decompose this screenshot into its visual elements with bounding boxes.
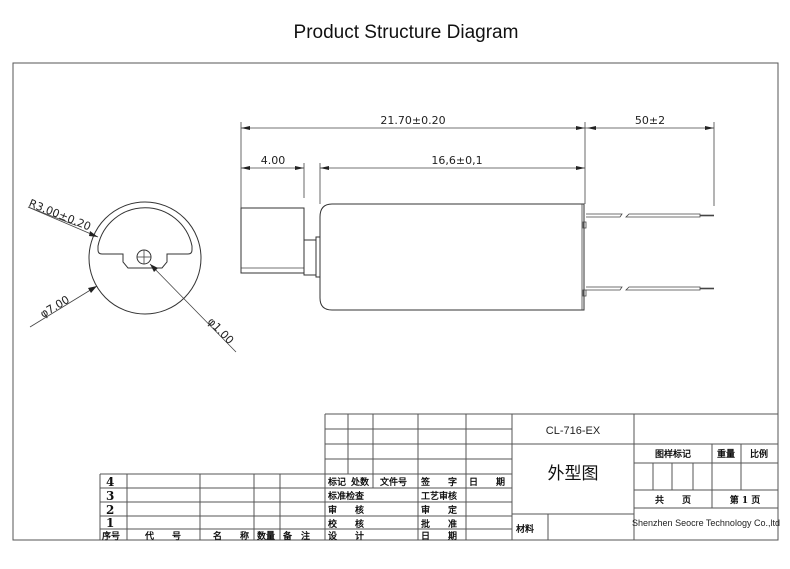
body-length-dim: 16,6±0,1	[320, 154, 585, 170]
parts-row-num: 2	[106, 503, 114, 517]
outer-circle	[88, 201, 202, 315]
rev-header-mark: 标记	[327, 476, 346, 488]
lead-wire-top	[586, 213, 714, 218]
drawing-mark-label: 图样标记	[655, 448, 691, 460]
approval-process: 工艺审核	[421, 490, 457, 502]
overall-length-dim: 21.70±0.20	[241, 114, 585, 130]
approval-proof: 校 核	[328, 518, 364, 530]
svg-text:16,6±0,1: 16,6±0,1	[431, 154, 482, 167]
approval-final: 审 定	[421, 504, 458, 516]
parts-header-code: 代 号	[144, 530, 181, 542]
drawing-name: 外型图	[548, 464, 599, 484]
approval-std-check: 标准检查	[327, 490, 365, 502]
shaft-leader	[149, 263, 237, 353]
company-name: Shenzhen Seocre Technology Co.,ltd	[632, 518, 780, 528]
approval-design: 设 计	[328, 530, 364, 542]
diameter-dim: φ7.00	[38, 293, 72, 320]
parts-row-num: 4	[106, 475, 114, 489]
diameter-leader	[29, 285, 98, 328]
approval-approve: 批 准	[421, 518, 457, 530]
shaft-dim: φ1.00	[205, 315, 236, 347]
eccentric-weight	[240, 207, 305, 274]
rev-header-count: 处数	[350, 476, 370, 488]
end-view: R3.00±0.20 φ7.00 φ1.00	[27, 197, 237, 353]
rev-header-date: 日 期	[469, 476, 505, 488]
approval-date: 日 期	[421, 530, 457, 542]
lead-wire-bottom	[586, 286, 714, 291]
parts-header-note: 备 注	[282, 530, 310, 542]
radius-leader	[27, 206, 99, 238]
motor-body	[319, 203, 585, 311]
page-title: Product Structure Diagram	[293, 22, 519, 43]
model-number: CL-716-EX	[546, 425, 601, 437]
weight-label: 重量	[717, 448, 735, 460]
svg-text:4.00: 4.00	[261, 154, 286, 167]
svg-text:21.70±0.20: 21.70±0.20	[380, 114, 445, 127]
page-label: 第 1 页	[730, 494, 761, 506]
radius-dim: R3.00±0.20	[27, 197, 93, 234]
counterweight-profile	[97, 207, 193, 269]
title-block: 标记 处数 文件号 签 字 日 期 标准检查 审 核 校 核 设 计 工艺审核 …	[99, 413, 780, 542]
rev-header-sign: 签 字	[420, 476, 457, 488]
drawing-frame	[12, 62, 779, 541]
parts-header-index: 序号	[102, 530, 120, 542]
parts-row-num: 3	[106, 489, 114, 503]
lead-length-dim: 50±2	[585, 114, 714, 130]
approval-review: 审 核	[328, 504, 364, 516]
material-label: 材料	[515, 523, 534, 535]
rev-header-doc: 文件号	[379, 476, 407, 488]
svg-text:50±2: 50±2	[635, 114, 665, 127]
weight-length-dim: 4.00	[241, 154, 304, 170]
total-pages-label: 共 页	[655, 494, 691, 506]
side-view: 21.70±0.20 50±2 4.00 16,6±0,1	[240, 114, 715, 311]
parts-header-qty: 数量	[257, 530, 275, 542]
parts-header-name: 名 称	[213, 530, 249, 542]
scale-label: 比例	[750, 448, 768, 460]
parts-row-num: 1	[106, 516, 114, 530]
